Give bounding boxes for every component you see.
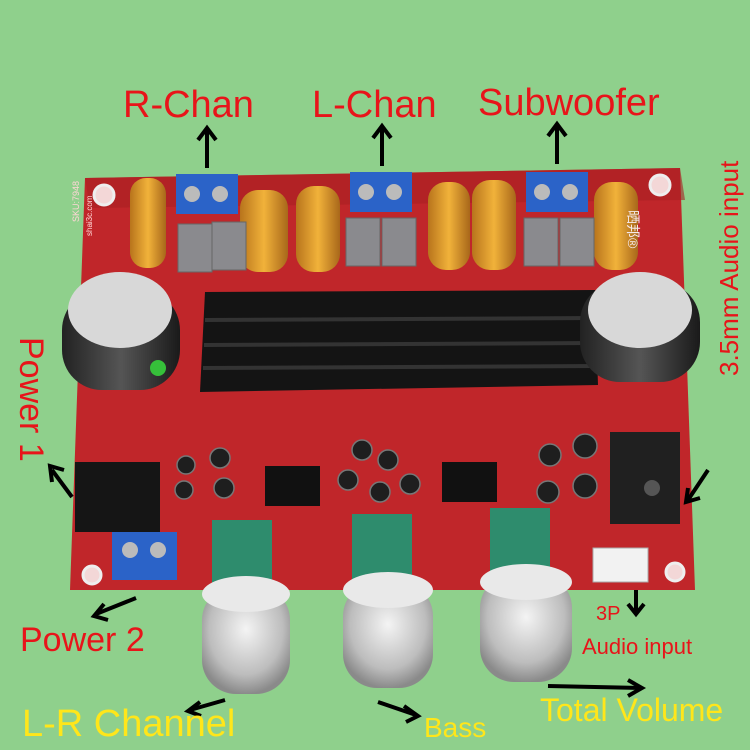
terminal-block-bottom — [112, 532, 177, 580]
small-capacitors — [174, 433, 598, 504]
board-site-text: shai3c.com — [85, 195, 94, 236]
label-subwoofer: Subwoofer — [478, 82, 660, 124]
label-r-chan: R-Chan — [123, 84, 254, 126]
ic-chip-left — [265, 466, 320, 506]
terminal-blocks-top — [176, 172, 588, 214]
knobs — [202, 564, 572, 694]
heatsink — [200, 290, 598, 392]
label-power-1: Power 1 — [12, 337, 50, 462]
ic-chip-right — [442, 462, 497, 502]
large-capacitors — [62, 272, 700, 390]
audio-jack-35mm — [610, 432, 680, 524]
label-power-2: Power 2 — [20, 621, 145, 659]
board-brand-text: 晒邦® — [625, 210, 641, 249]
annotation-arrows — [47, 120, 710, 724]
label-3p-audio-input: Audio input — [582, 634, 693, 659]
green-led — [150, 360, 166, 376]
board-sku-text: SKU:7948 — [71, 180, 81, 222]
mounting-hole — [92, 183, 116, 207]
mounting-hole — [648, 173, 672, 197]
toroid-coils — [130, 178, 638, 272]
dc-power-jack — [75, 462, 160, 532]
mounting-hole — [664, 561, 686, 583]
label-audio-input-35mm: 3.5mm Audio input — [714, 160, 744, 376]
label-l-chan: L-Chan — [312, 84, 437, 126]
label-bass: Bass — [424, 712, 487, 743]
label-3p: 3P — [596, 603, 621, 625]
grey-inductors — [177, 217, 595, 273]
label-lr-channel: L-R Channel — [22, 703, 236, 745]
mounting-hole — [81, 564, 103, 586]
label-total-volume: Total Volume — [540, 692, 724, 728]
potentiometer-bodies — [212, 508, 550, 586]
three-pin-connector — [592, 547, 649, 583]
